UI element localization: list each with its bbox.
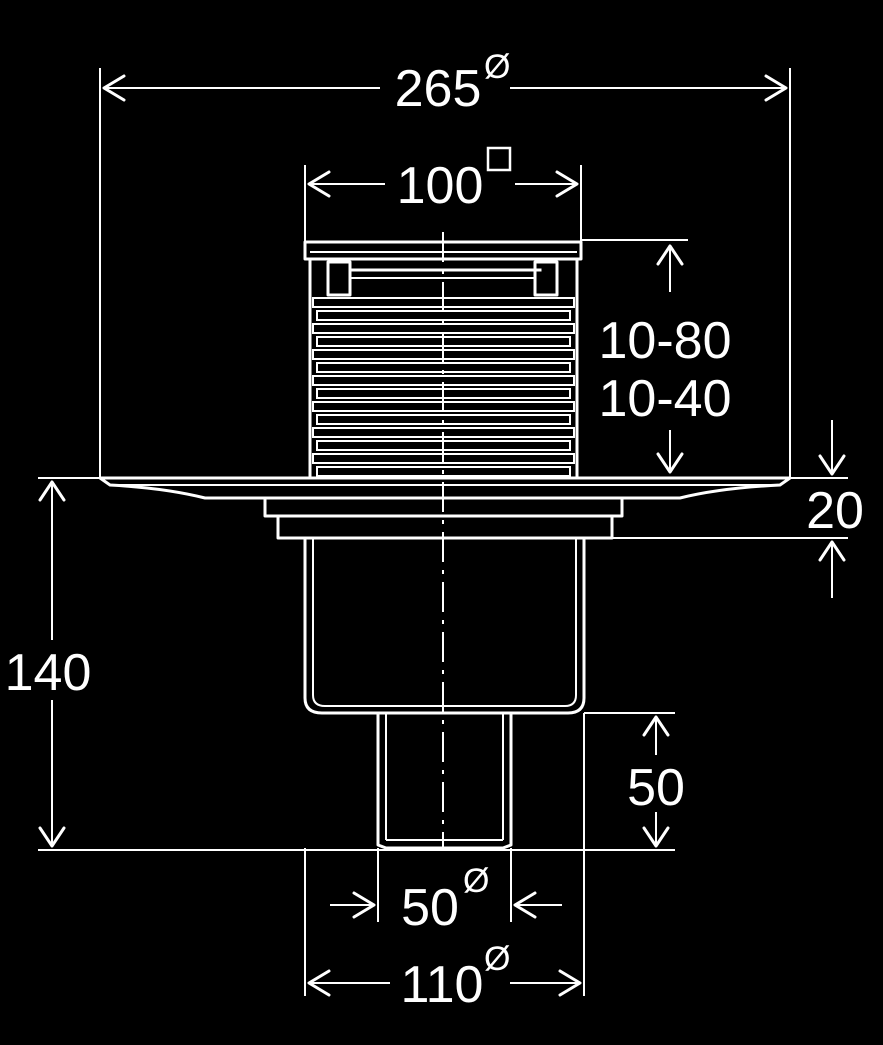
outlet-spigot <box>376 711 513 850</box>
dim-height-adjust-1: 10-80 <box>599 312 732 370</box>
diameter-symbol-110: Ø <box>484 940 510 978</box>
dim-body-diameter: 110 <box>401 956 484 1014</box>
grate-frame <box>303 240 583 261</box>
dim-height-adjust-2: 10-40 <box>599 370 732 428</box>
dimension-lines <box>38 68 848 997</box>
dim-outlet-length: 50 <box>627 759 685 817</box>
right-clamp <box>533 260 559 297</box>
thread-rib <box>316 336 571 347</box>
thread-rib <box>316 362 571 373</box>
thread-rib <box>316 466 571 477</box>
diameter-symbol-50: Ø <box>463 862 489 900</box>
left-clamp <box>326 260 542 297</box>
dim-outlet-diameter: 50 <box>401 879 459 937</box>
flange-step-upper <box>263 496 624 518</box>
thread-rib <box>312 427 575 438</box>
thread-rib <box>312 349 575 360</box>
square-symbol-icon <box>486 146 512 172</box>
thread-rib <box>316 310 571 321</box>
dim-total-height: 140 <box>5 644 92 702</box>
threaded-sleeve <box>308 257 579 477</box>
flange-step-lower <box>276 514 614 540</box>
thread-rib <box>312 323 575 334</box>
thread-rib <box>312 401 575 412</box>
thread-rib <box>316 440 571 451</box>
diameter-symbol-265: Ø <box>484 48 510 86</box>
dim-grate-size: 100 <box>397 157 484 215</box>
thread-rib <box>312 375 575 386</box>
dimension-labels: 265 Ø 100 □ 10-80 10-40 20 140 50 50 Ø 1… <box>5 48 864 1014</box>
thread-rib <box>316 388 571 399</box>
body-pipe <box>303 536 586 715</box>
thread-rib <box>316 414 571 425</box>
drain-body <box>98 232 792 850</box>
thread-rib <box>312 297 575 308</box>
flange <box>98 476 792 500</box>
thread-rib <box>312 453 575 464</box>
dim-flange-thickness: 20 <box>806 482 864 540</box>
dim-flange-diameter: 265 <box>395 60 482 118</box>
